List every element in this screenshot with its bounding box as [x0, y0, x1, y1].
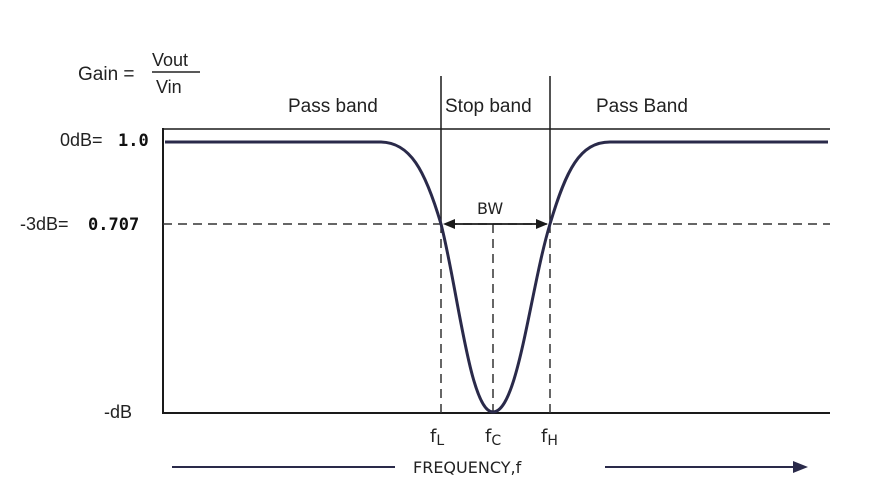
band-label-left: Pass band	[288, 96, 378, 117]
frequency-axis-label: FREQUENCY,f	[413, 458, 522, 477]
freq-marker-high: fH	[541, 426, 558, 449]
bandwidth-arrow	[443, 219, 548, 229]
y-label-minus3db: -3dB= 0.707	[20, 214, 139, 235]
bandwidth-arrowhead-left	[443, 219, 455, 229]
bandwidth-arrowhead-right	[536, 219, 548, 229]
bandwidth-label: BW	[477, 199, 503, 218]
y-label-minus3db-value: 0.707	[88, 215, 139, 235]
y-label-0db-value: 1.0	[118, 131, 149, 151]
band-label-right: Pass Band	[596, 96, 688, 117]
gain-denominator: Vin	[156, 77, 182, 97]
freq-marker-center: fC	[485, 426, 501, 449]
gain-numerator: Vout	[152, 50, 188, 70]
gain-formula: Gain = Vout Vin	[78, 50, 200, 97]
y-label-minus3db-prefix: -3dB=	[20, 214, 69, 234]
y-label-0db: 0dB= 1.0	[60, 130, 149, 151]
y-label-0db-prefix: 0dB=	[60, 130, 103, 150]
freq-marker-low: fL	[430, 426, 444, 449]
y-label-bottom: -dB	[104, 402, 132, 422]
frequency-arrowhead	[793, 461, 808, 473]
response-curve	[165, 140, 828, 414]
gain-prefix: Gain =	[78, 64, 135, 85]
band-label-middle: Stop band	[445, 96, 532, 117]
